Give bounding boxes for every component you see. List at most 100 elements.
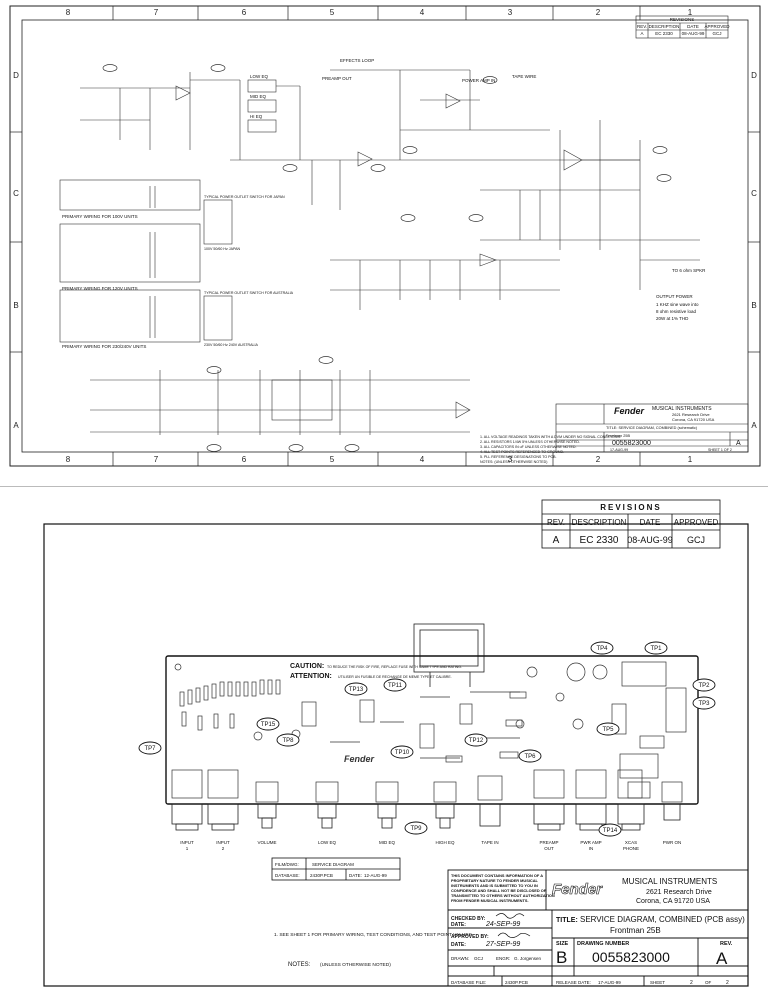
schematic-wiring bbox=[59, 69, 700, 435]
sheet1-address1: 2621 Research Drive bbox=[672, 412, 710, 417]
rev-value: A bbox=[553, 535, 560, 546]
sheet1-note-6: NOTES: (UNLESS OTHERWISE NOTED) bbox=[480, 460, 547, 464]
test-point-tp5-label: TP5 bbox=[602, 727, 614, 733]
zone-letter-D-left: D bbox=[13, 71, 19, 80]
database-label: DATABASE: bbox=[275, 873, 300, 878]
connector-sublabel-1: 1 bbox=[186, 846, 189, 851]
engr-label: ENGR: bbox=[496, 956, 510, 961]
date-value: 08-AUG-99 bbox=[627, 535, 673, 545]
test-point-tp9-label: TP9 bbox=[410, 826, 422, 832]
attention-text: UTILISER UN FUSIBLE DE RECHANGE DE MEME … bbox=[338, 675, 452, 679]
drawn-label: DRAWN: bbox=[451, 956, 469, 961]
sheet1-title: TITLE: SERVICE DIAGRAM, COMBINED (schema… bbox=[606, 426, 698, 430]
size-value: B bbox=[556, 948, 567, 967]
connector-sublabel-10: PHONE bbox=[623, 846, 639, 851]
connector-label-9: PWR AMP bbox=[580, 840, 601, 845]
sheet1-title-block bbox=[555, 403, 749, 453]
test-point-tp14-label: TP14 bbox=[603, 828, 618, 834]
test-point-tp4-bubble bbox=[590, 641, 614, 655]
approved-value: GCJ bbox=[687, 535, 705, 545]
test-point-tp7-label: TP7 bbox=[144, 746, 156, 752]
zone-letter-C-left: C bbox=[13, 189, 19, 198]
checked-date: 24-SEP-99 bbox=[485, 921, 520, 928]
power-amp-in-label: POWER AMP IN bbox=[462, 78, 495, 83]
voltage-aus-label: 230V 50/60 Hz 240V AUSTRALIA bbox=[204, 343, 259, 347]
sheet1-model: Frontman 25B bbox=[606, 434, 631, 438]
approved-by-label: APPROVED BY: bbox=[451, 934, 489, 940]
test-point-tp10-label: TP10 bbox=[395, 750, 410, 756]
test-point-tp9-bubble bbox=[404, 821, 428, 835]
sheet1-date-value: 08-AUG-99 bbox=[682, 31, 705, 36]
pcb-test-points: TP1TP2TP3TP4TP5TP6TP7TP8TP9TP10TP11TP12T… bbox=[138, 641, 716, 837]
title-block bbox=[447, 869, 749, 987]
description-header: DESCRIPTION bbox=[572, 518, 627, 527]
zone-number-4-top: 4 bbox=[420, 8, 425, 17]
outlet-japan-label: TYPICAL POWER OUTLET SWITCH FOR JAPAN bbox=[204, 195, 285, 199]
caution-label: CAUTION: bbox=[290, 663, 324, 670]
speaker-label: TO 6 ohm SPKR bbox=[672, 268, 706, 273]
approved-date-label: DATE: bbox=[451, 942, 466, 948]
approved-header: APPROVED bbox=[674, 518, 719, 527]
tape-wire-label: TAPE WIRE bbox=[512, 74, 536, 79]
zone-number-6-top: 6 bbox=[242, 8, 247, 17]
caution-block: CAUTION: TO REDUCE THE RISK OF FIRE, REP… bbox=[290, 663, 462, 680]
zone-number-8-bottom: 8 bbox=[66, 455, 71, 464]
connector-label-6: HIGH EQ bbox=[435, 840, 455, 845]
sheet1-drawing-number: 0055823000 bbox=[612, 440, 651, 447]
caution-text: TO REDUCE THE RISK OF FIRE, REPLACE FUSE… bbox=[327, 665, 462, 669]
rev-box-value: A bbox=[716, 949, 728, 968]
pcb-board bbox=[165, 655, 699, 805]
sheet1-desc-header: DESCRIPTION bbox=[649, 24, 680, 29]
connector-label-10: XCAS bbox=[625, 840, 637, 845]
release-date-label: RELEASE DATE: bbox=[556, 980, 591, 985]
pcb-drawing: REVISIONS REV. DESCRIPTION DATE APPROVED… bbox=[43, 499, 749, 987]
sheet1-fender-logo: Fender bbox=[614, 406, 645, 416]
sheet1-desc-value: EC 2330 bbox=[655, 31, 673, 36]
model-text: Frontman 25B bbox=[610, 926, 661, 935]
primary-120v-label: PRIMARY WIRING FOR 120V UNITS bbox=[62, 286, 138, 291]
output-note-2: 8 ohm resistive load bbox=[656, 309, 697, 314]
connector-label-1: INPUT bbox=[180, 840, 194, 845]
test-point-tp10-bubble bbox=[390, 745, 414, 759]
date-header: DATE bbox=[640, 518, 661, 527]
company-name: MUSICAL INSTRUMENTS bbox=[622, 877, 717, 886]
sheet1-note-2: 2. ALL RESISTORS 1/4W 5% UNLESS OTHERWIS… bbox=[480, 440, 580, 444]
output-note-3: 20W at 1% THD bbox=[656, 316, 689, 321]
fender-logo: Fender bbox=[552, 881, 603, 898]
sheet-number: 2 bbox=[690, 980, 693, 986]
voltage-japan-label: 100V 50/60 Hz JAPAN bbox=[204, 247, 240, 251]
zone-number-6-bottom: 6 bbox=[242, 455, 247, 464]
sheet1-release-date: 17-AUG-99 bbox=[610, 448, 628, 452]
test-point-tp13-bubble bbox=[344, 682, 368, 696]
test-point-tp3-label: TP3 bbox=[698, 701, 710, 707]
sheet1-note-1: 1. ALL VOLTAGE READINGS TAKEN WITH A DVM… bbox=[480, 435, 621, 439]
of-label: OF bbox=[705, 980, 712, 985]
film-label: FILM/DWG: bbox=[275, 862, 299, 867]
sheet1-note-5: 5. PLL REFERENCE DESIGNATIONS TO PCB. bbox=[480, 455, 557, 459]
sheet-separator bbox=[0, 486, 768, 487]
test-point-tp8-bubble bbox=[276, 733, 300, 747]
test-point-tp1-bubble bbox=[644, 641, 668, 655]
zone-number-2-top: 2 bbox=[596, 8, 601, 17]
sheet1-company: MUSICAL INSTRUMENTS bbox=[652, 406, 712, 412]
connector-label-8: PREAMP bbox=[539, 840, 558, 845]
test-point-tp14-bubble bbox=[598, 823, 622, 837]
primary-230v-label: PRIMARY WIRING FOR 230/240V UNITS bbox=[62, 344, 146, 349]
zone-letter-D-right: D bbox=[751, 71, 757, 80]
outlet-aus-label: TYPICAL POWER OUTLET SWITCH FOR AUSTRALI… bbox=[204, 291, 294, 295]
connector-sublabel-8: OUT bbox=[544, 846, 554, 851]
zone-letter-B-right: B bbox=[751, 301, 756, 310]
sheet1-approved-value: GCJ bbox=[713, 31, 722, 36]
test-point-tp11-bubble bbox=[383, 678, 407, 692]
sheet-total: 2 bbox=[726, 980, 729, 986]
zone-number-4-bottom: 4 bbox=[420, 455, 425, 464]
connector-sublabel-2: 2 bbox=[222, 846, 225, 851]
database-file-label: DATABASE FILE: bbox=[451, 980, 486, 985]
zone-letter-A-left: A bbox=[13, 421, 19, 430]
connector-label-2: INPUT bbox=[216, 840, 230, 845]
sheet1-sheet: SHEET 1 OF 2 bbox=[708, 448, 732, 452]
attention-label: ATTENTION: bbox=[290, 673, 332, 680]
zone-number-5-top: 5 bbox=[330, 8, 335, 17]
